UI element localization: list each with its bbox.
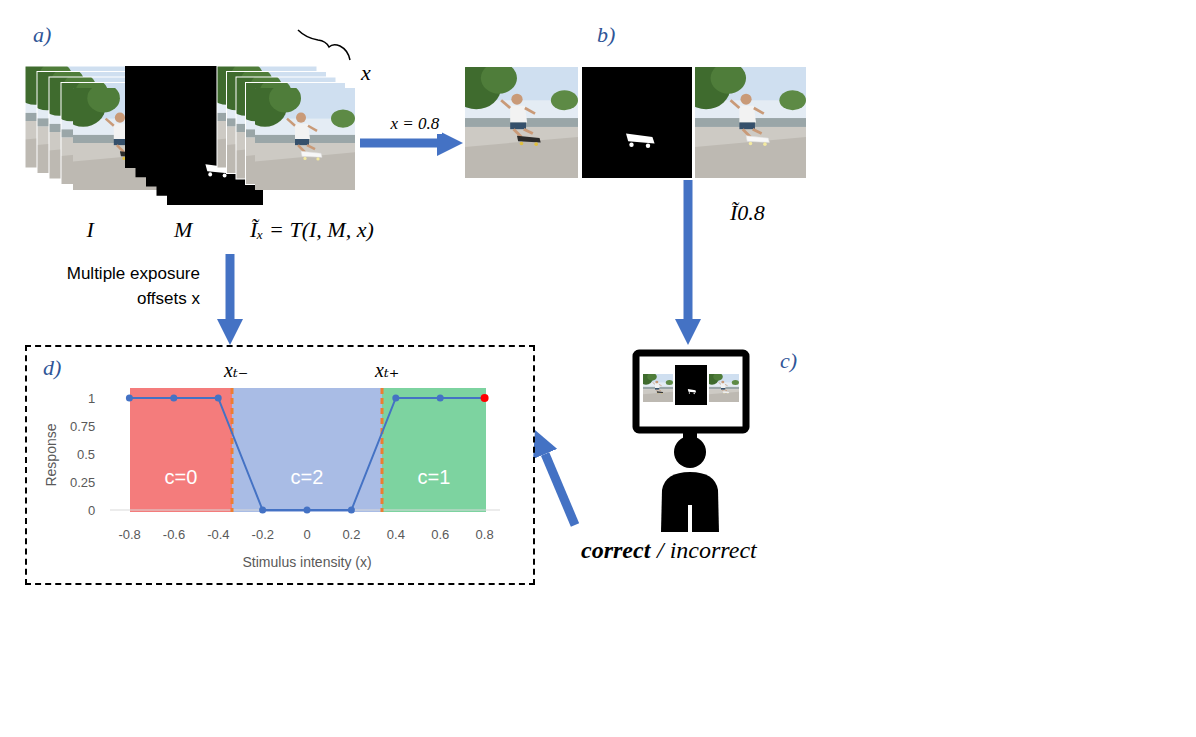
- x-tick: -0.6: [163, 527, 185, 542]
- flow-arrow: [684, 180, 693, 319]
- axis-title: Stimulus intensity (x): [243, 554, 372, 570]
- image-label: Ĩ0.8: [730, 200, 765, 226]
- flow-arrow: [545, 454, 575, 525]
- person: [661, 436, 719, 533]
- y-tick: 1: [88, 391, 95, 406]
- class-band: c=0: [130, 388, 232, 512]
- transformed-stack: [205, 62, 355, 190]
- x-tick: 0.4: [387, 527, 405, 542]
- class-band: c=1: [382, 388, 486, 512]
- bracket-label: x: [361, 60, 371, 86]
- panel-b: b): [463, 22, 810, 180]
- class-label: c=2: [232, 466, 382, 489]
- x-tick: 0.2: [342, 527, 360, 542]
- transformed-stack-part: [243, 84, 355, 190]
- monitor-part: [675, 365, 707, 405]
- flow-arrow: [360, 139, 437, 148]
- panel-letter: a): [33, 22, 51, 48]
- bracket: [298, 30, 350, 60]
- person-part: [661, 472, 719, 532]
- image-label: M: [174, 217, 192, 243]
- response-chart-part: [481, 394, 489, 402]
- edge-label: Multiple exposure offsets x: [30, 262, 200, 311]
- y-tick: 0.75: [70, 419, 95, 434]
- y-tick: 0: [88, 503, 95, 518]
- example-images-part: [582, 67, 692, 178]
- example-images: [451, 63, 806, 178]
- response-chart-part: [129, 398, 484, 510]
- response-chart-part-part: [348, 507, 355, 514]
- panel-letter: b): [597, 22, 615, 48]
- response-chart-part-part: [437, 395, 444, 402]
- x-tick: 0.8: [476, 527, 494, 542]
- response-chart-part-part: [304, 507, 311, 514]
- y-tick: 0.25: [70, 475, 95, 490]
- person-part: [674, 436, 706, 468]
- x-tick: 0.6: [431, 527, 449, 542]
- edge-label: x = 0.8: [388, 114, 443, 134]
- response-chart-part-part: [259, 507, 266, 514]
- monitor: [636, 353, 746, 438]
- panel-c: c) correct / incorrect: [575, 345, 815, 567]
- example-images-part: [682, 63, 806, 178]
- response-chart-part: [381, 388, 384, 512]
- monitor-part: [639, 373, 673, 402]
- threshold-label: xₜ₊: [375, 358, 399, 382]
- axis-title: Response: [42, 423, 58, 486]
- panel-letter: c): [780, 348, 797, 374]
- monitor-part: [636, 353, 746, 430]
- monitor-part: [705, 373, 739, 402]
- x-tick: -0.4: [207, 527, 229, 542]
- response-chart-part: [231, 388, 234, 512]
- threshold-label: xₜ₋: [224, 358, 248, 382]
- response-text: / incorrect: [657, 537, 757, 564]
- x-tick: -0.2: [252, 527, 274, 542]
- formula-label: Ĩₓ = T(I, M, x): [250, 217, 374, 243]
- response-chart-part-part: [215, 395, 222, 402]
- class-label: c=0: [130, 466, 232, 489]
- panel-letter: d): [43, 355, 61, 381]
- response-text: correct: [581, 537, 650, 564]
- response-chart-part-part: [170, 395, 177, 402]
- response-chart: [25, 345, 535, 585]
- x-tick: 0: [304, 527, 311, 542]
- response-chart-part-part: [392, 395, 399, 402]
- y-tick: 0.5: [77, 447, 95, 462]
- response-chart-part: [126, 395, 444, 514]
- person-part: [688, 505, 692, 533]
- response-chart-part-part: [126, 395, 133, 402]
- image-label: I: [87, 217, 94, 243]
- example-images-part: [451, 63, 578, 178]
- class-band: c=2: [232, 388, 382, 512]
- panel-d: d) c=0c=2c=1: [25, 345, 535, 585]
- class-label: c=1: [382, 466, 486, 489]
- x-tick: -0.8: [118, 527, 140, 542]
- flow-arrow: [226, 254, 235, 319]
